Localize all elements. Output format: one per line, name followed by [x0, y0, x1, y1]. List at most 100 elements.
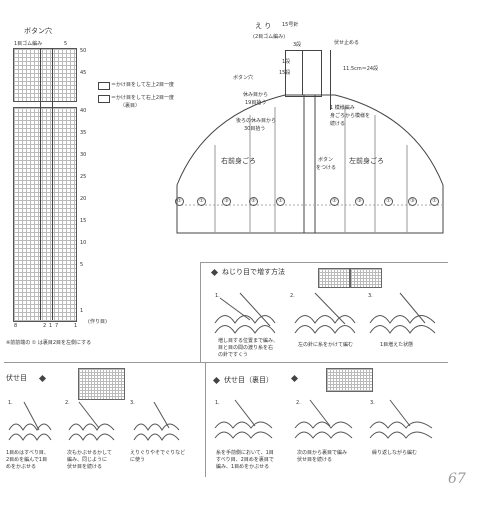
- needle-size: 15号針: [282, 22, 299, 28]
- col-number: 1: [74, 323, 78, 329]
- circle-number: ①: [197, 197, 206, 206]
- bind-off-purl-title: 伏せ目（裏目）: [224, 376, 273, 384]
- row-number: 30: [80, 152, 87, 158]
- row-number: 50: [80, 48, 87, 54]
- bind-off-purl-illustrations: [214, 399, 433, 439]
- pattern-note-1: 1 模様編み: [330, 105, 355, 111]
- step-number: 2.: [290, 293, 295, 299]
- row-number: 1: [80, 308, 84, 314]
- bind-off-caption-1b: 2目めを編んで1目: [6, 457, 48, 463]
- section-divider: [200, 262, 448, 263]
- bind-off-title: 伏せ目: [6, 374, 27, 382]
- legend-text-1: ＝かけ目をして左上2目一度: [111, 82, 175, 88]
- cast-on-label: (作り目): [88, 319, 107, 325]
- chart-grid-top: [13, 48, 77, 102]
- bind-off-caption-2b: 編み、同じように: [67, 457, 108, 463]
- pattern-note-2: 身ごろから模様を: [330, 113, 371, 119]
- page-number: 67: [448, 471, 466, 487]
- col-num-top: 5: [64, 41, 68, 47]
- buttonhole-label: ボタン穴: [233, 75, 254, 81]
- step-number: 2.: [65, 400, 70, 406]
- bind-off-caption-3a: えりぐりやそでぐりなど: [130, 450, 186, 456]
- col-number: 8: [14, 323, 18, 329]
- collar-rib: (2目ゴム編み): [253, 34, 286, 40]
- row-number: 5: [80, 262, 84, 268]
- circle-number: ①: [276, 197, 285, 206]
- collar-rows: 3段: [293, 42, 302, 48]
- row-number: 15: [80, 218, 87, 224]
- section-divider: [200, 262, 201, 362]
- bind-off-purl-caption-1a: 糸を手前側において、1目: [216, 450, 274, 456]
- right-front-label: 右前身ごろ: [221, 157, 256, 165]
- circle-number: ①: [175, 197, 184, 206]
- section-diamond-icon: [212, 376, 221, 385]
- step-number: 1.: [8, 400, 13, 406]
- bind-off-caption-2a: 次もかぶせるかして: [67, 450, 112, 456]
- row-number: 20: [80, 196, 87, 202]
- left-chart-title: ボタン穴: [24, 27, 52, 35]
- twist-mini-chart: [350, 268, 382, 288]
- legend-text-2: ＝かけ目をして右上2目一度: [111, 95, 175, 101]
- row-number: 40: [80, 108, 87, 114]
- pick-up-back: 後ろの休み目から: [236, 118, 277, 124]
- circle-number: ②: [249, 197, 258, 206]
- step-number: 1.: [215, 400, 220, 406]
- chart-grid-main: [13, 107, 77, 322]
- step-number: 3.: [368, 293, 373, 299]
- row-number: 35: [80, 130, 87, 136]
- row-number: 25: [80, 174, 87, 180]
- bind-off-purl-mini-chart: [326, 368, 373, 392]
- step-number: 3.: [370, 400, 375, 406]
- twist-caption-1c: の針ですくう: [218, 352, 248, 358]
- button-label: ボタン: [318, 157, 334, 163]
- circle-number: ③: [408, 197, 417, 206]
- bind-off-caption-3b: に使う: [130, 457, 146, 463]
- length-dim-line: [330, 50, 331, 110]
- col-number: 2: [43, 323, 47, 329]
- twist-caption-3: 1目増えた状態: [380, 342, 414, 348]
- step-number: 1.: [215, 293, 220, 299]
- legend-symbol-2: [98, 95, 110, 103]
- bind-off-purl-caption-3: 繰り返しながら編む: [372, 450, 418, 456]
- button-label-2: をつける: [316, 165, 337, 171]
- circle-number: ③: [355, 197, 364, 206]
- twist-inc-title: ねじり目で増す方法: [222, 268, 285, 276]
- collar-center: [302, 50, 303, 95]
- chart-divider: [52, 48, 53, 320]
- collar-title: え り: [255, 22, 272, 30]
- left-front-label: 左前身ごろ: [349, 157, 384, 165]
- twist-caption-1b: 目と目の間の渡り糸を右: [218, 345, 274, 351]
- collar-rows-1: 1段: [282, 59, 291, 65]
- section-diamond-icon: [210, 268, 219, 277]
- bind-off-symbol-icon: [38, 374, 47, 383]
- pick-up-back-count: 30目拾う: [244, 126, 266, 132]
- pick-up-front-count: 19目拾う: [245, 100, 267, 106]
- circle-number: ②: [330, 197, 339, 206]
- twist-caption-2: 左の針に糸をかけて編む: [298, 342, 354, 348]
- bind-off-purl-caption-1b: すべり目、2目めを裏目で: [216, 457, 274, 463]
- bind-off-purl-caption-1c: 編み、1目めをかぶせる: [216, 464, 270, 470]
- bind-off-caption-1a: 1目めはすべり目、: [6, 450, 49, 456]
- pick-up-front: 休み目から: [243, 92, 269, 98]
- bind-off-purl-caption-2b: 伏せ目を続ける: [297, 457, 333, 463]
- twist-inc-illustrations: [214, 292, 436, 334]
- chart-note: ※前前端の ① は裏目2目を左側にする: [6, 340, 92, 346]
- step-number: 3.: [130, 400, 135, 406]
- row-number: 10: [80, 240, 87, 246]
- cardigan-schematic: [176, 94, 444, 234]
- legend-text-2-sub: （裏目）: [120, 103, 141, 109]
- section-divider: [4, 362, 448, 363]
- step-number: 2.: [296, 400, 301, 406]
- section-divider: [205, 362, 206, 477]
- bind-off-caption-1c: めをかぶせる: [6, 464, 37, 470]
- bind-off-label: 伏せ止める: [334, 40, 360, 46]
- twist-caption-1a: 増し目する位置まで編み、: [218, 338, 279, 344]
- twist-mini-chart: [318, 268, 350, 288]
- collar-rows-15: 15段: [279, 70, 291, 76]
- bind-off-mini-chart: [78, 368, 125, 400]
- pattern-note-3: 続ける: [330, 121, 346, 127]
- bind-off-illustrations: [8, 401, 180, 441]
- bind-off-purl-symbol-icon: [290, 374, 299, 383]
- bind-off-purl-caption-2a: 次の目から裏目で編み: [297, 450, 348, 456]
- col-number: 1: [49, 323, 53, 329]
